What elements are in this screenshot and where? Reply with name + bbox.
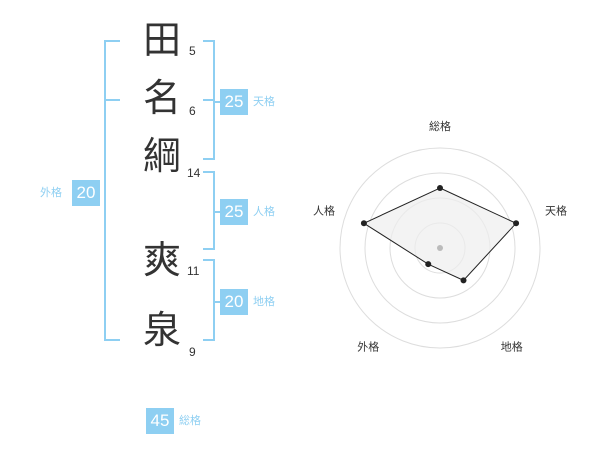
radar-ring-3 [364,172,516,324]
radar-point-5 [360,220,367,227]
radar-point-2 [513,220,520,227]
name-char-5: 泉 [142,308,181,352]
tenkaku-connector [213,101,222,103]
radar-axis-label: 地格 [501,340,523,354]
name-char-2: 名 [142,76,181,120]
radar-point-3 [460,277,467,284]
name-char-4: 爽 [142,238,181,282]
jinkaku-connector [213,211,222,213]
name-char-3: 綱 [142,134,181,178]
stroke-count-2: 6 [189,104,196,118]
radar-axis-label: 天格 [545,203,567,217]
name-char-1: 田 [142,18,181,62]
gaikaku-value-badge: 20 [72,180,100,206]
jinkaku-label: 人格 [253,205,275,218]
chikaku-label: 地格 [253,295,275,308]
gaikaku-bracket-tick [104,99,120,101]
soukaku-value-badge: 45 [146,408,174,434]
radar-axis-label: 総格 [429,119,451,133]
radar-axis-label: 外格 [357,340,379,354]
jinkaku-value-badge: 25 [220,199,248,225]
tenkaku-label: 天格 [253,95,275,108]
radar-axis-label: 人格 [313,203,335,217]
radar-ring-4 [339,147,541,349]
tenkaku-bracket-midline [203,99,215,101]
stroke-count-3: 14 [187,166,201,180]
radar-data-polygon [362,187,517,281]
radar-point-1 [437,185,443,191]
soukaku-label: 総格 [179,414,201,427]
radar-point-4 [425,261,432,268]
gaikaku-bracket [104,40,120,341]
stroke-count-4: 11 [187,264,200,278]
chikaku-value-badge: 20 [220,289,248,315]
stroke-count-5: 9 [189,345,196,359]
tenkaku-value-badge: 25 [220,89,248,115]
chikaku-bracket [203,259,215,341]
chikaku-connector [213,301,222,303]
stroke-count-1: 5 [189,44,196,58]
radar-center-dot [437,245,443,251]
jinkaku-bracket [203,171,215,250]
gaikaku-label: 外格 [40,186,62,199]
